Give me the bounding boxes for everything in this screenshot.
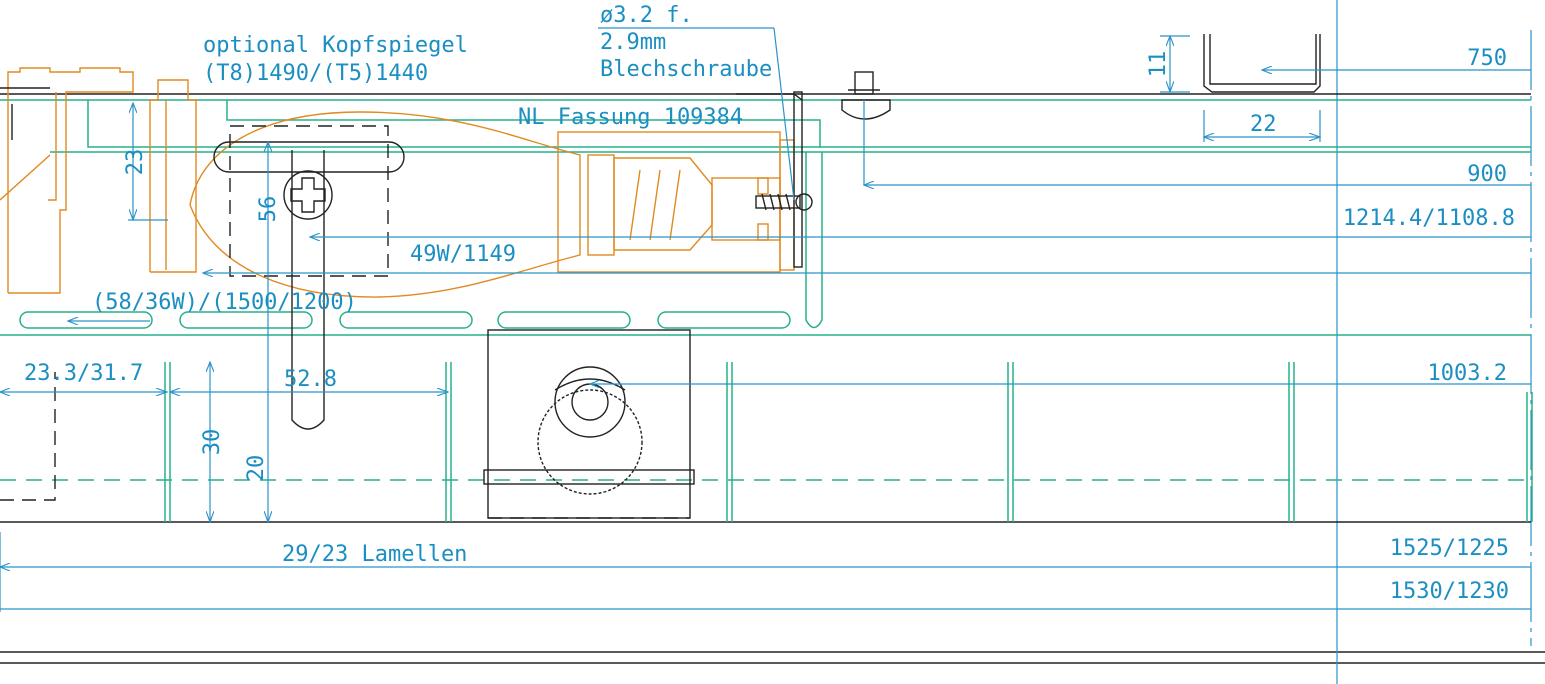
dim-20: 20 <box>244 455 269 482</box>
screw-icon <box>755 193 813 211</box>
screw-size-label-1: ø3.2 f. <box>600 3 693 28</box>
dim-11: 11 <box>1146 51 1171 78</box>
dim-23-3: 23.3/31.7 <box>24 361 143 386</box>
dim-1525: 1525/1225 <box>1390 536 1509 561</box>
dim-52-8: 52.8 <box>284 367 337 392</box>
end-cap <box>0 67 197 501</box>
screw-type-label: Blechschraube <box>600 57 772 82</box>
mirror-label-2: (T8)1490/(T5)1440 <box>203 61 428 86</box>
c-profile <box>1203 34 1321 93</box>
dim-1214: 1214.4/1108.8 <box>1343 206 1515 231</box>
nut-icon <box>841 71 891 120</box>
clamp-block <box>483 329 695 519</box>
dim-1003: 1003.2 <box>1428 361 1507 386</box>
lamellae <box>164 362 1533 522</box>
dim-1530: 1530/1230 <box>1390 579 1509 604</box>
lamp-power-label: 49W/1149 <box>410 242 516 267</box>
socket-label: NL Fassung 109384 <box>518 105 743 130</box>
screw-size-label-2: 2.9mm <box>600 30 666 55</box>
lamp-variants-label: (58/36W)/(1500/1200) <box>92 290 357 315</box>
dim-30: 30 <box>200 429 225 456</box>
lamellae-label: 29/23 Lamellen <box>282 542 467 567</box>
dim-900: 900 <box>1467 162 1507 187</box>
ventilation-slots <box>19 311 791 329</box>
dim-22: 22 <box>1250 112 1277 137</box>
dim-56: 56 <box>256 196 281 223</box>
mirror-label-1: optional Kopfspiegel <box>203 33 468 58</box>
dimension-lines <box>0 27 1531 612</box>
lamp-assembly <box>189 91 813 430</box>
labels: ø3.2 f. 2.9mm Blechschraube optional Kop… <box>24 3 1515 604</box>
dim-750: 750 <box>1467 46 1507 71</box>
dim-23: 23 <box>123 149 148 176</box>
